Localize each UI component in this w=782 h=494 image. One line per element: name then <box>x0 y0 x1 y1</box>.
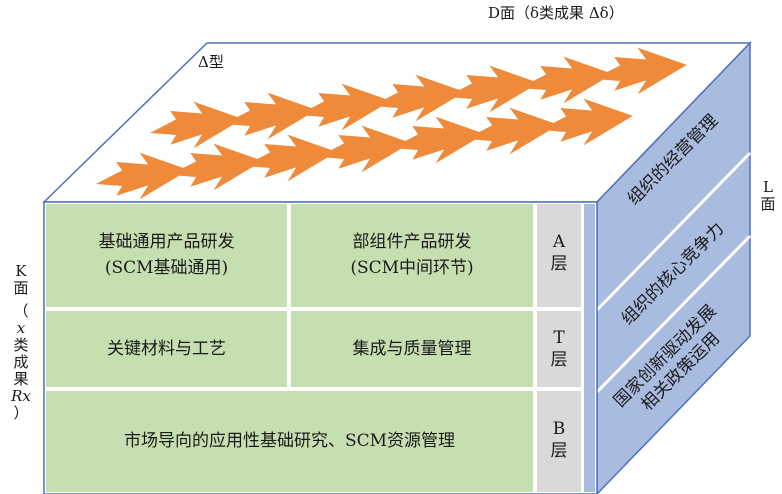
top-arrow-a-2 <box>298 83 391 131</box>
left-axis-mian: 面 <box>13 279 29 297</box>
left-axis-guo: 果 <box>13 370 29 388</box>
layer-a-ceng: 层 <box>550 254 568 274</box>
top-arrow-b-5 <box>466 107 559 155</box>
cell-r1c1-line1: 基础通用产品研发 <box>98 232 235 252</box>
strip-cell <box>584 204 595 492</box>
left-axis-k: K <box>15 262 27 280</box>
cell-r3 <box>46 391 533 492</box>
top-arrow-a-4 <box>446 65 539 113</box>
cell-r2c2-text: 集成与质量管理 <box>352 339 472 359</box>
top-arrow-a-6 <box>594 47 687 95</box>
top-arrow-a-1 <box>224 92 317 140</box>
side-divider-2 <box>595 234 752 394</box>
cell-r1c2-line1: 部组件产品研发 <box>352 232 472 252</box>
layer-b-cell <box>537 391 581 492</box>
top-arrow-b-1 <box>170 143 263 191</box>
left-axis-lei: 类 <box>13 336 29 354</box>
top-label: D面（δ类成果 Δδ） <box>488 4 624 22</box>
cell-r1c2 <box>291 204 533 307</box>
top-arrow-a-3 <box>372 74 465 122</box>
left-axis-label: K 面 （ x 类 成 果 Rx ） <box>11 263 31 422</box>
layer-t-label: T 层 <box>537 327 581 371</box>
cell-r1c2-line2: (SCM中间环节) <box>350 258 474 278</box>
layer-b-ceng: 层 <box>550 441 568 461</box>
left-axis-x: x <box>16 319 26 337</box>
top-arrow-b-0 <box>96 152 189 200</box>
right-axis-l: L <box>763 178 773 196</box>
left-axis-paren-close: ） <box>13 404 29 422</box>
top-arrow-a-0 <box>150 101 243 149</box>
cell-r2c2 <box>291 311 533 387</box>
layer-a-letter: A <box>552 232 566 252</box>
layer-a-cell <box>537 204 581 307</box>
layer-b-letter: B <box>552 419 566 439</box>
cell-r2c1 <box>46 311 287 387</box>
cell-r2c1-text: 关键材料与工艺 <box>107 339 226 359</box>
cell-r1c1-line2: (SCM基础通用) <box>104 258 229 278</box>
top-arrow-b-2 <box>244 134 337 182</box>
top-arrow-a-5 <box>520 56 613 104</box>
layer-t-ceng: 层 <box>550 350 568 370</box>
layer-t-cell <box>537 311 581 387</box>
right-axis-mian: 面 <box>760 195 776 213</box>
left-axis-paren-open: （ <box>13 302 29 320</box>
cell-r1c1 <box>46 204 287 307</box>
top-arrow-b-3 <box>318 125 411 173</box>
cell-r3-text: 市场导向的应用性基础研究、SCM资源管理 <box>123 431 456 451</box>
top-arrow-b-6 <box>540 98 633 146</box>
top-arrow-b-4 <box>392 116 485 164</box>
arrow-group <box>96 47 687 200</box>
left-axis-cheng: 成 <box>13 353 29 371</box>
left-axis-r: Rx <box>11 387 31 405</box>
cell-r1c1-text: 基础通用产品研发 (SCM基础通用) <box>46 229 287 281</box>
layer-b-label: B 层 <box>537 418 581 462</box>
side-divider-1 <box>595 151 752 312</box>
layer-t-letter: T <box>553 328 565 348</box>
right-axis-label: L 面 <box>758 179 778 213</box>
cell-r1c2-text: 部组件产品研发 (SCM中间环节) <box>291 229 533 281</box>
layer-a-label: A 层 <box>537 231 581 275</box>
top-face-label: Δ型 <box>198 53 224 71</box>
